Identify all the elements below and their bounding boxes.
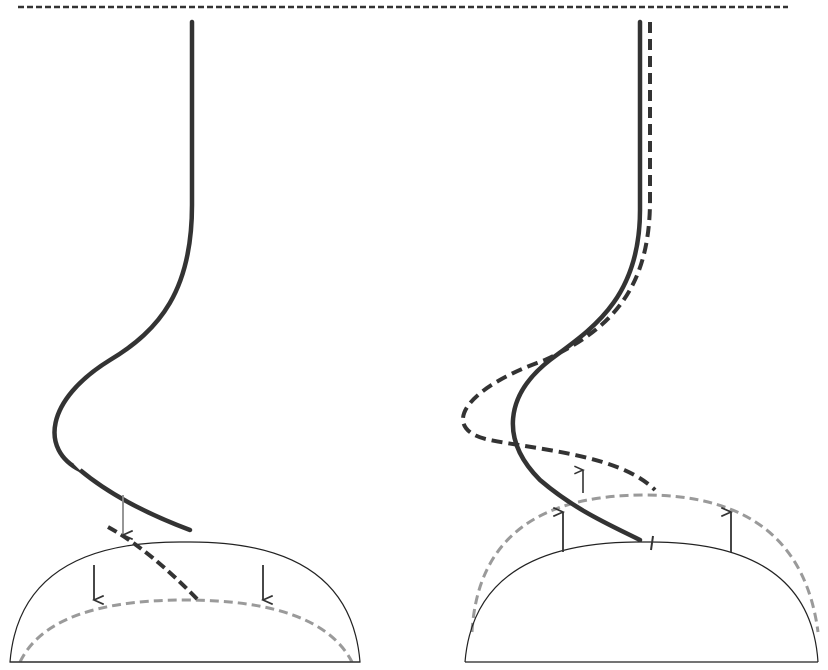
right-rod-solid [510,19,643,543]
right-panel [461,19,820,663]
right-dome-solid [464,541,819,663]
left-rod-gap [73,459,85,471]
left-dome-dashed [18,598,354,663]
left-dome-solid [9,541,361,663]
left-panel [9,19,361,663]
right-dome-dashed [470,493,820,633]
left-rod-dashed [107,525,202,604]
right-rod-dashed [461,22,657,492]
right-rod-tick [650,535,654,551]
left-rod-solid [52,19,195,533]
